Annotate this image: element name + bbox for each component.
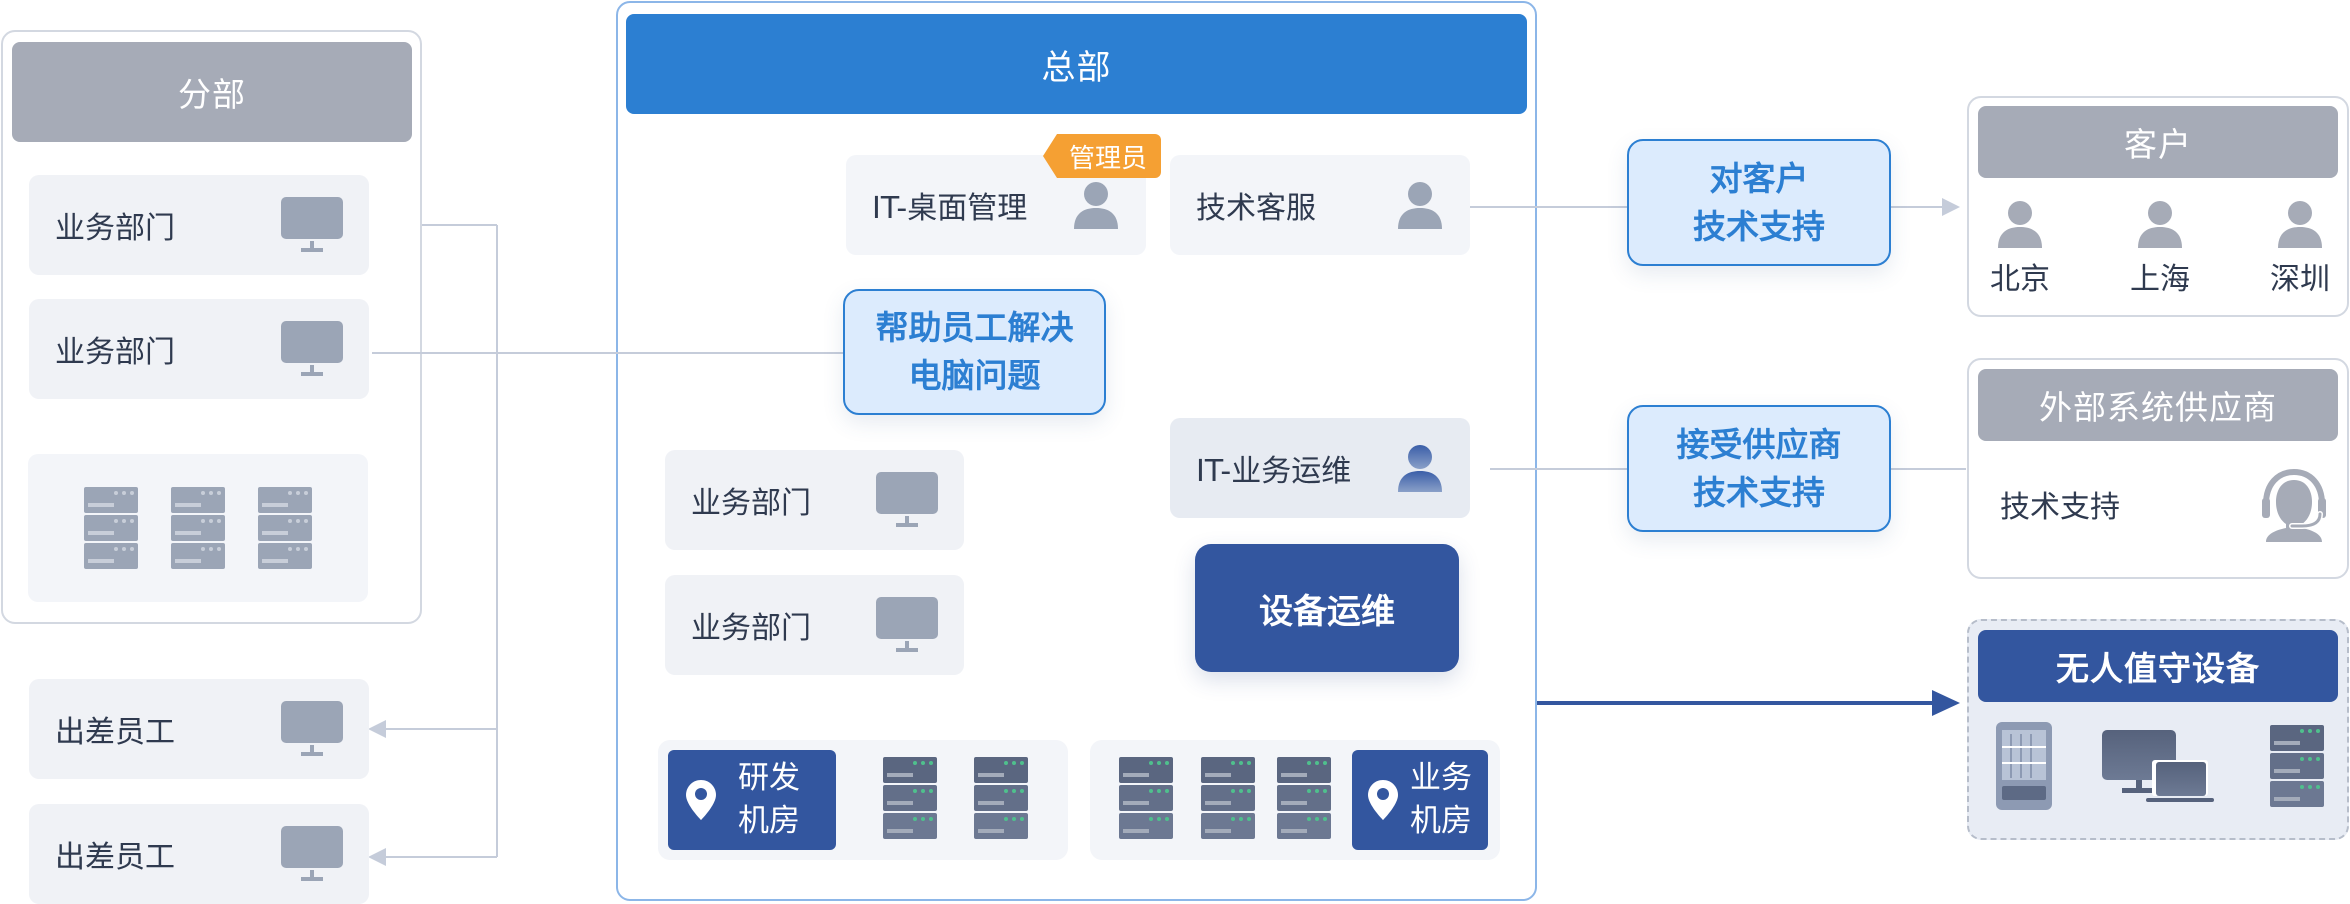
user-icon	[1398, 445, 1442, 492]
city-label: 深圳	[2270, 262, 2330, 297]
biz-room-line2: 机房	[1410, 803, 1472, 839]
hq-dept-card-1[interactable]: 业务部门	[665, 450, 964, 550]
server-rack-icon	[974, 757, 1028, 839]
business-ops-label: IT-业务运维	[1196, 454, 1352, 489]
server-rack-icon	[1277, 757, 1331, 839]
server-rack-icon	[170, 487, 225, 569]
user-icon	[2278, 201, 2322, 248]
vending-machine-icon	[1996, 722, 2052, 810]
hq-dept-label: 业务部门	[691, 611, 811, 646]
customer-cities: 北京 上海 深圳	[1990, 200, 2330, 298]
branch-title: 分部	[12, 42, 412, 142]
monitor-icon	[281, 321, 343, 376]
rd-room-label[interactable]: 研发机房	[668, 750, 836, 850]
user-icon	[1998, 201, 2042, 248]
location-pin-icon	[1368, 780, 1398, 820]
travel-staff-card-1[interactable]: 出差员工	[29, 679, 369, 779]
vendor-support-line1: 接受供应商	[1676, 424, 1842, 464]
user-icon	[2138, 201, 2182, 248]
travel-staff-label: 出差员工	[55, 715, 175, 750]
hq-dept-label: 业务部门	[691, 486, 811, 521]
user-icon	[1398, 182, 1442, 229]
rd-room-line1: 研发	[738, 759, 800, 796]
biz-room-line1: 业务	[1410, 759, 1472, 796]
server-rack-icon	[1201, 757, 1255, 839]
branch-dept-card-2[interactable]: 业务部门	[29, 299, 369, 399]
desktop-admin-label: IT-桌面管理	[872, 191, 1028, 226]
hq-title: 总部	[626, 14, 1527, 114]
tech-service-card[interactable]: 技术客服	[1170, 155, 1470, 255]
vendor-support-line2: 技术支持	[1693, 472, 1825, 512]
help-employees-callout: 帮助员工解决 电脑问题	[843, 289, 1106, 415]
hq-dept-card-2[interactable]: 业务部门	[665, 575, 964, 675]
arrowhead-travel-1	[368, 720, 386, 738]
customers-title: 客户	[1978, 106, 2338, 178]
travel-staff-label: 出差员工	[55, 840, 175, 875]
vendor-support-label: 技术支持	[2000, 490, 2120, 525]
monitor-icon	[281, 826, 343, 881]
device-ops-box: 设备运维	[1195, 544, 1459, 672]
unattended-title: 无人值守设备	[1978, 630, 2338, 702]
monitor-icon	[876, 597, 938, 652]
help-callout-line1: 帮助员工解决	[875, 308, 1074, 348]
travel-staff-card-2[interactable]: 出差员工	[29, 804, 369, 904]
monitor-icon	[281, 197, 343, 252]
help-callout-line2: 电脑问题	[908, 356, 1041, 395]
rd-room-line2: 机房	[738, 803, 800, 839]
customer-support-callout: 对客户 技术支持	[1627, 139, 1891, 266]
branch-dept-label: 业务部门	[55, 335, 175, 370]
city-label: 北京	[1990, 262, 2050, 297]
headset-icon	[2262, 468, 2326, 542]
branch-dept-label: 业务部门	[55, 211, 175, 246]
arrowhead-travel-2	[368, 848, 386, 866]
vendor-title: 外部系统供应商	[1978, 369, 2338, 441]
city-item[interactable]: 上海	[2130, 200, 2190, 298]
user-icon	[1074, 182, 1118, 229]
vendor-support-callout: 接受供应商 技术支持	[1627, 405, 1891, 532]
admin-badge: 管理员	[1043, 134, 1161, 178]
biz-room-label[interactable]: 业务机房	[1352, 750, 1488, 850]
monitor-icon	[281, 701, 343, 756]
vendor-support-row: 技术支持	[2000, 468, 2330, 542]
customer-support-line1: 对客户	[1709, 158, 1809, 198]
branch-servers-card	[28, 454, 368, 602]
server-rack-icon	[883, 757, 937, 839]
arrowhead-unattended	[1932, 690, 1960, 716]
city-item[interactable]: 深圳	[2270, 200, 2330, 298]
location-pin-icon	[686, 780, 716, 820]
monitor-icon	[876, 472, 938, 527]
server-rack-icon	[2270, 725, 2324, 807]
server-rack-icon	[257, 487, 312, 569]
customer-support-line2: 技术支持	[1693, 206, 1825, 246]
tech-service-label: 技术客服	[1196, 191, 1316, 226]
business-ops-card[interactable]: IT-业务运维	[1170, 418, 1470, 518]
server-rack-icon	[1119, 757, 1173, 839]
server-rack-icon	[84, 487, 139, 569]
branch-dept-card-1[interactable]: 业务部门	[29, 175, 369, 275]
city-item[interactable]: 北京	[1990, 200, 2050, 298]
desktop-laptop-icon	[2102, 730, 2214, 802]
arrowhead-customers	[1942, 198, 1960, 216]
city-label: 上海	[2130, 262, 2190, 297]
